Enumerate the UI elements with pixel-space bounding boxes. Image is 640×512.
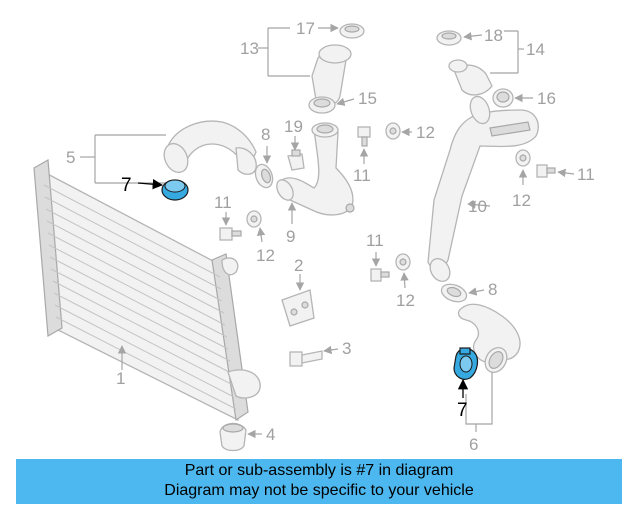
callout-9: 9	[286, 227, 295, 246]
cap-part-4[interactable]	[219, 422, 247, 452]
callout-15: 15	[358, 89, 377, 108]
clamp-part-17[interactable]	[339, 23, 365, 39]
clamp-part-16[interactable]	[492, 88, 514, 108]
sensor-part-19[interactable]	[287, 149, 305, 171]
nut-part-12-d[interactable]	[395, 253, 411, 271]
callout-10: 10	[468, 197, 487, 216]
bolt-part-11-b[interactable]	[219, 227, 242, 241]
callout-13: 13	[240, 39, 259, 58]
callout-7-right: 7	[457, 400, 468, 421]
callout-12-b: 12	[256, 246, 275, 265]
callout-5: 5	[66, 148, 75, 167]
hose-part-6[interactable]	[457, 303, 521, 376]
callout-3: 3	[342, 339, 351, 358]
bracket-part-2[interactable]	[281, 289, 315, 327]
callout-8-left: 8	[261, 125, 270, 144]
clamp-part-7-left[interactable]	[161, 179, 189, 201]
hose-part-14[interactable]	[448, 59, 493, 96]
hose-part-13[interactable]	[311, 44, 352, 106]
info-banner: Part or sub-assembly is #7 in diagram Di…	[16, 459, 622, 504]
clamp-part-8-left[interactable]	[252, 162, 275, 190]
callout-12-c: 12	[512, 191, 531, 210]
callout-12-a: 12	[416, 123, 435, 142]
nut-part-12-a[interactable]	[385, 122, 401, 140]
callout-17: 17	[296, 19, 315, 38]
callout-6: 6	[469, 435, 478, 454]
nut-part-12-c[interactable]	[515, 149, 531, 167]
callout-8-right: 8	[488, 280, 497, 299]
bolt-part-11-c[interactable]	[536, 164, 556, 178]
callout-16: 16	[537, 89, 556, 108]
pipe-part-9[interactable]	[273, 122, 355, 216]
clamp-part-18[interactable]	[436, 30, 462, 46]
intercooler-part[interactable]	[33, 159, 261, 422]
banner-line-1: Part or sub-assembly is #7 in diagram	[184, 462, 454, 479]
callout-18: 18	[484, 26, 503, 45]
clamp-part-7-right[interactable]	[453, 347, 479, 380]
callout-11-c: 11	[577, 165, 595, 184]
banner-line-2: Diagram may not be specific to your vehi…	[164, 482, 474, 499]
callout-7-left: 7	[121, 175, 132, 196]
callout-12-d: 12	[396, 291, 415, 310]
callout-14: 14	[526, 40, 545, 59]
bolt-part-3[interactable]	[289, 350, 323, 367]
bolt-part-11-d[interactable]	[370, 268, 390, 282]
callout-2: 2	[294, 256, 303, 275]
callout-19: 19	[284, 117, 303, 136]
callout-11-d: 11	[366, 231, 384, 250]
clamp-part-8-right[interactable]	[439, 281, 469, 305]
clamp-part-15[interactable]	[308, 96, 336, 114]
bolt-part-11-a[interactable]	[357, 126, 371, 147]
callout-1: 1	[116, 369, 125, 388]
pipe-part-10[interactable]	[426, 94, 539, 285]
charge-hose-upper-left[interactable]	[160, 120, 257, 176]
callout-11-b: 11	[214, 193, 232, 212]
callout-11-a: 11	[353, 166, 371, 185]
nut-part-12-b[interactable]	[246, 210, 262, 228]
callout-4: 4	[266, 425, 275, 444]
